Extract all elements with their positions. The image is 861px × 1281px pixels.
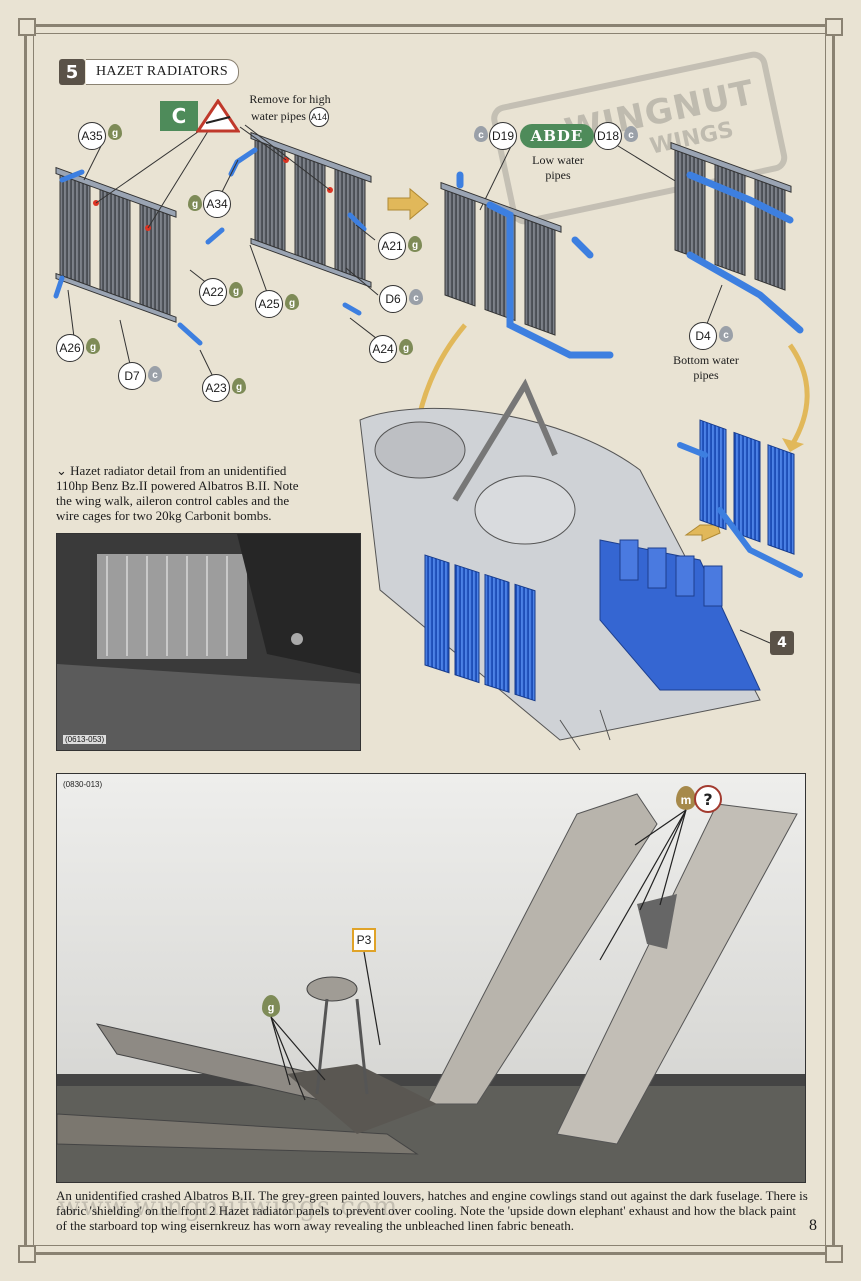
page-border-inner	[33, 33, 826, 1246]
paint-drop-icon: g	[399, 339, 413, 355]
warning-triangle-icon	[196, 99, 240, 133]
chevron-down-icon: ⌄	[56, 463, 71, 478]
step-number: 5	[59, 59, 85, 85]
subassembly-ref-badge: 4	[770, 631, 794, 655]
page-number: 8	[809, 1217, 817, 1234]
photo1-code: (0613-053)	[63, 735, 107, 744]
part-d7: D7	[118, 362, 146, 390]
paint-drop-icon: c	[409, 289, 423, 305]
radiator-right-2	[670, 141, 792, 291]
photo-crashed-albatros-image	[57, 774, 805, 1182]
radiator-left-2	[250, 131, 372, 288]
paint-drop-icon: c	[719, 326, 733, 342]
corner-ornament	[18, 1245, 36, 1263]
corner-ornament	[825, 18, 843, 36]
photo-radiator-detail: (0613-053)	[56, 533, 361, 751]
part-d18: D18	[594, 122, 622, 150]
paint-drop-icon: g	[285, 294, 299, 310]
part-a23: A23	[202, 374, 230, 402]
step-title: HAZET RADIATORS	[86, 59, 239, 85]
photo-crashed-albatros: (0830-013)	[56, 773, 806, 1183]
part-a21: A21	[378, 232, 406, 260]
low-pipes-note: Low water pipes	[532, 153, 584, 182]
photo1-caption: ⌄ Hazet radiator detail from an unidenti…	[56, 463, 299, 523]
paint-drop-icon: g	[232, 378, 246, 394]
paint-drop-icon: g	[86, 338, 100, 354]
paint-drop-icon: c	[624, 126, 638, 142]
radiator-blue-mounted	[424, 554, 536, 702]
part-a26: A26	[56, 334, 84, 362]
assembly-diagram	[53, 124, 810, 751]
unknown-color-marker: ?	[694, 785, 722, 813]
radiator-blue-upper	[699, 419, 795, 555]
engine-illustration	[599, 539, 761, 691]
paint-drop-g-icon: g	[262, 995, 280, 1017]
paint-drop-m-icon: m	[676, 786, 696, 810]
bottom-pipes-note: Bottom water pipes	[673, 353, 739, 382]
paint-drop-icon: c	[148, 366, 162, 382]
color-option-flag: C	[160, 101, 198, 131]
corner-ornament	[825, 1245, 843, 1263]
part-d19: D19	[489, 122, 517, 150]
part-p3-tag: P3	[352, 928, 376, 952]
arrow-right-icon	[387, 187, 429, 221]
paint-drop-icon: g	[108, 124, 122, 140]
part-d4: D4	[689, 322, 717, 350]
part-a24: A24	[369, 335, 397, 363]
paint-drop-icon: g	[408, 236, 422, 252]
page-border-outer	[24, 24, 835, 1255]
radiator-left-1	[55, 166, 177, 323]
part-a22: A22	[199, 278, 227, 306]
part-a34: A34	[203, 190, 231, 218]
part-a14: A14	[308, 107, 329, 127]
marking-option-pill: ABDE	[520, 124, 594, 148]
part-a25: A25	[255, 290, 283, 318]
remove-note: Remove for high water pipes A14	[240, 92, 340, 127]
radiator-right-1	[440, 181, 562, 336]
corner-ornament	[18, 18, 36, 36]
part-a35: A35	[78, 122, 106, 150]
curved-arrow-icon	[787, 343, 810, 447]
paint-drop-icon: g	[229, 282, 243, 298]
paint-drop-icon: g	[188, 195, 202, 211]
photo-radiator-detail-image	[57, 534, 360, 750]
paint-drop-icon: c	[474, 126, 488, 142]
part-d6: D6	[379, 285, 407, 313]
photo2-code: (0830-013)	[63, 780, 103, 789]
bottom-caption: An unidentified crashed Albatros B.II. T…	[56, 1188, 808, 1233]
